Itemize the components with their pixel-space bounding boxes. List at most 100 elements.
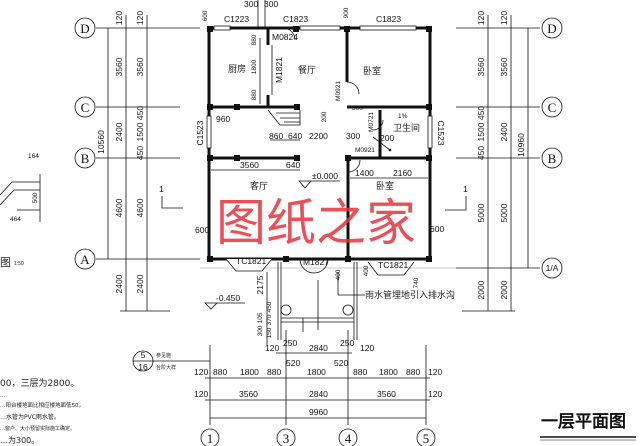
dimension-label: 500	[32, 192, 39, 203]
interior-dimensions: 880 1800 880 960 860 640 2200 300 300 20…	[195, 34, 444, 345]
bottom-dimensions: 120 250 2840 250 120 120 880 1800 880 52…	[194, 338, 442, 419]
dimension-label: C1523	[436, 120, 446, 145]
dimension-label: 120	[114, 11, 124, 25]
axis-bubble-C: C	[74, 96, 96, 118]
dimension-label: 参见施	[156, 352, 171, 359]
section-mark-right: 1	[445, 184, 468, 211]
dimension-label: 600	[195, 225, 209, 235]
axis-label: 4	[345, 431, 352, 446]
dimension-label: 400	[335, 269, 342, 280]
left-dimensions: 10560 120 3560 2400 4600 2400 120 3560 4…	[96, 11, 148, 311]
dimension-label: 960	[216, 114, 230, 124]
dimension-label: 400	[363, 265, 370, 276]
axis-bubble-D: D	[74, 17, 96, 39]
dimension-label: 450	[135, 106, 145, 120]
dimension-label: 3560	[135, 57, 145, 76]
dimension-label: …水管为PVC雨水管。	[0, 413, 60, 421]
general-notes: 00，三层为2800。 … …阳台楼地面比相应楼地面低50。 …水管为PVC雨水…	[0, 377, 84, 445]
dimension-label: 120	[428, 367, 442, 377]
dimension-label: 10560	[96, 130, 106, 154]
dimension-label: ±0.000	[312, 171, 338, 181]
dimension-label: 164	[28, 153, 39, 160]
dimension-label: 370	[266, 314, 273, 325]
dimension-label: 880	[251, 89, 258, 100]
stair	[267, 109, 301, 126]
dimension-label: M0921	[335, 81, 342, 101]
dimension-label: 9960	[309, 407, 328, 417]
dimension-label: 640	[288, 131, 302, 141]
dimension-label: 120	[194, 389, 208, 399]
dimension-label: 300	[257, 325, 264, 336]
dimension-label: 10960	[516, 133, 526, 157]
watermark: 图纸之家	[216, 194, 416, 252]
dimension-label: 16	[138, 362, 148, 372]
dimension-label: 5	[141, 350, 146, 360]
axis-bubble-D-right: D	[541, 17, 563, 39]
dimension-label: TC1821	[378, 260, 409, 270]
axis-label: A	[80, 252, 90, 267]
dimension-label: 520	[286, 358, 300, 368]
slope-label: 1%	[398, 113, 408, 120]
axis-label: 1	[207, 431, 214, 446]
axis-bubble-C-right: C	[541, 96, 563, 118]
dimension-label: TC1821	[236, 256, 267, 266]
room-bedroom-north: 卧室	[363, 65, 381, 77]
dimension-label: 2000	[476, 280, 486, 299]
dimension-label: 2175	[255, 275, 265, 294]
drawing-title: 一层平面图	[540, 412, 636, 441]
dimension-label: 5000	[499, 203, 509, 222]
dimension-label: 3560	[114, 57, 124, 76]
axis-label: D	[80, 21, 89, 36]
dimension-label: 2840	[309, 343, 328, 353]
dimension-label: M0721	[368, 112, 375, 132]
dimension-label: 120	[499, 11, 509, 25]
dimension-label: 3560	[239, 389, 258, 399]
dimension-label: 1:50	[14, 261, 24, 267]
dimension-label: 4600	[135, 198, 145, 217]
level-marker-floor: ±0.000	[298, 171, 340, 189]
dimension-label: …为300。	[0, 435, 39, 445]
dimension-label: 2400	[114, 122, 124, 141]
dimension-label: 880	[406, 367, 420, 377]
dimension-label: C1823	[376, 14, 401, 24]
dimension-label: 2000	[499, 280, 509, 299]
dimension-label: -0.450	[216, 293, 240, 303]
dimension-label: 120	[428, 389, 442, 399]
axis-bubble-3: 3	[276, 428, 296, 446]
dimension-label: C1223	[224, 14, 249, 24]
top-dimensions: 600 300 300 900	[202, 0, 350, 28]
axis-bubble-1A: 1/A	[541, 257, 563, 279]
section-mark-left: 1	[159, 184, 183, 209]
dimension-label: 740	[413, 277, 420, 288]
dimension-label: …阳台楼地面比相应楼地面低50。	[0, 401, 84, 409]
dimension-label: 120	[265, 343, 279, 353]
detail-callout: 5 16 参见施 台阶大样	[132, 350, 210, 372]
dimension-label: 1800	[379, 367, 398, 377]
dimension-label: 464	[10, 216, 21, 223]
dimension-label: 105	[257, 312, 264, 323]
axis-label: C	[81, 100, 90, 115]
dimension-label: 900	[343, 7, 350, 18]
dimension-label: 880	[267, 367, 281, 377]
dimension-label: M1827	[303, 257, 329, 267]
dimension-label: 2400	[499, 122, 509, 141]
dimension-label: 640	[286, 160, 300, 170]
dimension-label: 200	[321, 111, 328, 122]
dimension-label: 880	[251, 34, 258, 45]
axis-bubble-A: A	[74, 248, 96, 270]
room-dining: 餐厅	[298, 64, 316, 76]
dimension-label: 450	[476, 146, 486, 160]
axis-bubble-B: B	[74, 147, 96, 169]
dimension-label: 200	[380, 133, 394, 143]
dimension-label: 2200	[309, 131, 328, 141]
dimension-label: 2160	[393, 168, 412, 178]
dimension-label: 300	[352, 105, 363, 112]
dimension-label: 2400	[135, 274, 145, 293]
dimension-label: 300	[346, 131, 360, 141]
bay-window-right	[367, 261, 415, 276]
dimension-label: M1821	[274, 57, 284, 83]
axis-label: 3	[283, 431, 290, 446]
dimension-label: 250	[283, 338, 297, 348]
axis-label: B	[81, 151, 90, 166]
